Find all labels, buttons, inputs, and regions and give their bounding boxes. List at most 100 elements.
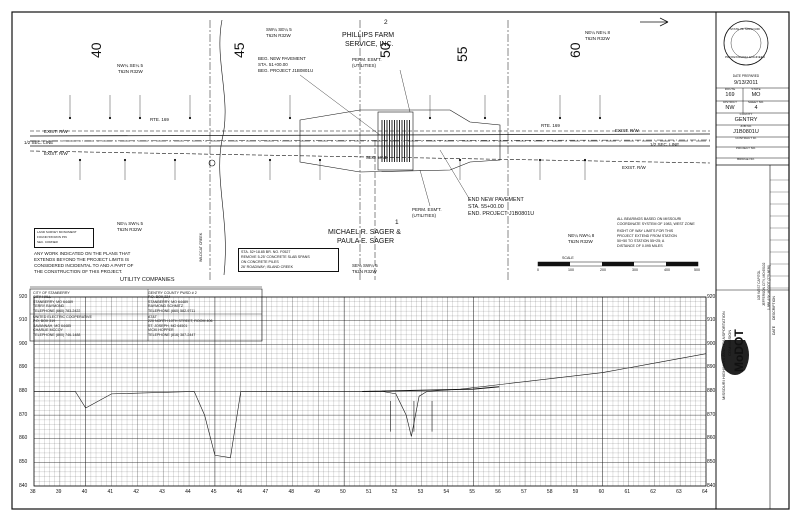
offset-point: [558, 116, 562, 120]
utility-entry-3-line1: UNITED ELECTRIC COOPERATIVE: [33, 315, 92, 319]
offset-point: [288, 116, 292, 120]
profile-y-label-right-860: 860: [707, 435, 716, 442]
bearings-note-line2: COORDINATE SYSTEM OF 1983, WEST ZONE: [617, 222, 695, 226]
utility-entry-4-line2: 220 NORTH 10TH STREET, ROOM 406: [148, 319, 213, 324]
profile-y-label-right-870: 870: [707, 411, 716, 418]
engineer-seal-inner: [730, 27, 762, 59]
profile-y-label-right-920: 920: [707, 293, 716, 300]
district-value: NW: [725, 105, 735, 111]
scale-tick-1: 100: [568, 268, 574, 272]
profile-x-label-41: 41: [107, 489, 114, 495]
owner-2-number: 2: [384, 19, 388, 26]
utility-entry-3-line4: CHARLIE MCCOY: [33, 328, 63, 333]
address-line2: JEFFERSON CITY, MO 65102: [762, 262, 766, 306]
section-label-4b: T62N R32W: [117, 227, 142, 232]
profile-y-label-right-840: 840: [707, 482, 716, 489]
route-label-right: RTE. 169: [541, 123, 560, 128]
route-value: 169: [725, 92, 735, 98]
profile-y-label-right-900: 900: [707, 340, 716, 347]
perm-esmt-top-1: PERM. ESM'T.: [352, 57, 382, 62]
utility-entry-4-line5: TELEPHONE (816) 387-2447: [148, 332, 196, 337]
scale-tick-0: 0: [537, 268, 539, 272]
profile-y-label-right-890: 890: [707, 364, 716, 371]
profile-x-label-46: 46: [236, 489, 243, 495]
address-line1: 105 WEST CAPITOL: [757, 270, 761, 300]
utility-entry-1-line4: TERRY RAYMOND: [33, 304, 65, 309]
survey-note-line3: SEC. CORNER: [37, 240, 58, 244]
section-label-1b: T62N R32W: [266, 33, 291, 38]
station-number-55: 55: [454, 46, 470, 62]
route-label-left: RTE. 169: [150, 117, 169, 122]
profile-x-label-47: 47: [262, 489, 269, 495]
profile-x-label-49: 49: [314, 489, 320, 495]
utility-note-line4: THE CONSTRUCTION OF THIS PROJECT.: [34, 269, 123, 274]
sec-line-left: 1/2 SEC. LINE: [24, 140, 54, 145]
utility-entry-1-line1: CITY OF STANBERRY: [33, 291, 70, 295]
utility-entry-3-line5: TELEPHONE (800) 746-1488: [33, 332, 81, 337]
profile-y-label-left-870: 870: [19, 411, 28, 418]
perm-esmt-bot-1: PERM. ESM'T.: [412, 207, 442, 212]
exist-rw-right-top: EXIST. R/W: [615, 128, 639, 133]
modot-logo-mark: [721, 340, 749, 375]
profile-x-label-51: 51: [366, 489, 372, 495]
date-value: 9/13/2011: [733, 80, 759, 86]
seal-line2: PROFESSIONAL ENGINEER: [725, 55, 765, 59]
owner-1-number: 1: [395, 219, 399, 226]
bridge-outline: [377, 111, 414, 171]
engineer-seal: [723, 20, 769, 66]
survey-note-line2: FOUND 5/8 IRON PIN: [37, 235, 67, 239]
creek-label: WILDCAT CREEK: [199, 232, 203, 262]
offset-point: [318, 158, 322, 162]
address-line3: 1-888-ASK-MODOT (275-6636): [767, 265, 771, 310]
utility-table-border: [29, 288, 263, 342]
sec-line-mid: SEC. LINE: [366, 155, 388, 160]
offset-point: [68, 116, 72, 120]
row-note-line1: RIGHT OF WAY LIMITS FOR THIS: [617, 229, 674, 233]
offset-point: [188, 116, 192, 120]
exist-rw-left-bottom: EXIST. R/W: [44, 151, 68, 156]
revision-description-header: DESCRIPTION: [772, 296, 776, 320]
profile-x-label-50: 50: [340, 489, 346, 495]
profile-x-label-57: 57: [521, 489, 527, 495]
owner-1-name-line2: PAULA E. SAGER: [337, 238, 395, 245]
project-header: PROJECT NO.: [735, 146, 757, 150]
utility-entry-1-line2: CITY HALL: [33, 295, 52, 300]
profile-x-label-59: 59: [572, 489, 579, 495]
utility-entry-4-line4: VICKI HOPPER: [148, 328, 174, 333]
county-header: COUNTY: [739, 112, 753, 116]
agency-line1: MISSOURI HIGHWAYS AND TRANSPORTATION: [721, 311, 726, 400]
beg-pavement-line1: BEG. NEW PAVEMENT: [258, 56, 306, 61]
bridge-note-line1: STA. 52+18.85 BR. NO. F0527: [241, 250, 291, 254]
bridge-note-line2: REMOVE 5-25' CONCRETE SLAB SPANS: [241, 255, 310, 259]
proposed-grade-profile: [362, 386, 500, 392]
utility-entry-2-line5: TELEPHONE (660) 582-9711: [148, 308, 196, 313]
section-label-3a: NE¼ NE¼ 8: [585, 30, 611, 35]
scale-tick-5: 500: [694, 268, 700, 272]
perm-esmt-bot-leader: [419, 169, 431, 207]
row-note-line4: DISTANCE OF 0.095 MILES: [617, 244, 663, 248]
row-note-line2: PROJECT EXTEND FROM STATION: [617, 234, 677, 238]
date-label: DATE PREPARED: [732, 74, 760, 78]
seal-line1: STATE OF MISSOURI: [730, 27, 760, 31]
profile-x-label-62: 62: [650, 489, 656, 495]
survey-monument: [208, 159, 216, 167]
profile-x-label-45: 45: [210, 489, 217, 495]
beg-pavement-leader: [299, 74, 381, 136]
profile-y-label-left-880: 880: [19, 388, 28, 394]
scale-tick-2: 200: [600, 268, 606, 272]
profile-y-label-left-840: 840: [19, 482, 28, 489]
offset-point: [428, 116, 432, 120]
profile-y-label-left-910: 910: [19, 317, 28, 324]
sheet-header: SHEET NO.: [747, 100, 765, 104]
sec-line-right: 1/2 SEC. LINE: [650, 142, 680, 147]
profile-y-label-right-880: 880: [707, 388, 716, 394]
survey-note-box: LAND SURVEY MONUMENT FOUND 5/8 IRON PIN …: [34, 228, 94, 248]
profile-x-label-54: 54: [443, 489, 450, 495]
profile-x-label-64: 64: [702, 489, 708, 495]
profile-x-label-61: 61: [624, 489, 631, 495]
wildcat-creek: [219, 19, 226, 276]
profile-x-label-52: 52: [391, 489, 398, 495]
scale-tick-3: 300: [632, 268, 638, 272]
sheet-border: [11, 11, 790, 510]
